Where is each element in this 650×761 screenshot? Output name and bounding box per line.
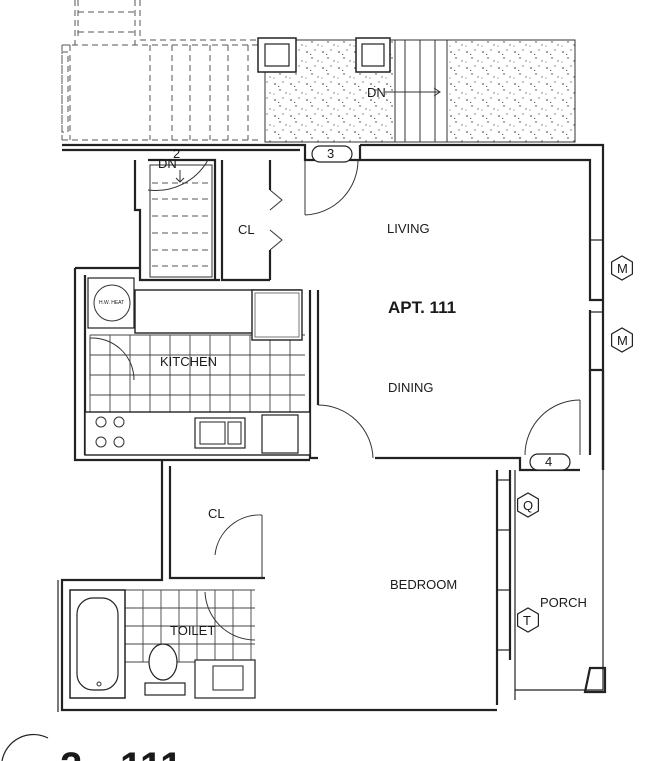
water-heater-icon: H.W. HEAT: [87, 277, 135, 329]
bathroom: TOILET: [69, 589, 256, 699]
dishwasher-icon: [261, 414, 299, 454]
kitchen: H.W. HEAT KITCHEN: [84, 277, 311, 456]
closet-top: CL: [238, 160, 283, 280]
closet-bottom-label: CL: [208, 506, 225, 521]
svg-text:3: 3: [327, 146, 334, 161]
meter-label-m2: M: [617, 333, 628, 348]
stove-icon: [95, 416, 125, 448]
stair-left: DN 2: [147, 146, 213, 278]
door-tag-3: 3: [311, 145, 353, 163]
svg-text:2: 2: [173, 146, 180, 161]
unit-title: APT. 111: [388, 298, 456, 317]
meter-label-t: T: [523, 613, 531, 628]
stair-label-top: DN: [367, 85, 386, 100]
stair-landing-top: DN: [257, 37, 576, 143]
meter-hex-q: Q: [516, 492, 540, 518]
meter-hex-t: T: [516, 607, 540, 633]
unit-number: 111: [120, 745, 182, 761]
porch-door-swing: [524, 399, 581, 456]
room-label-bedroom: BEDROOM: [390, 577, 457, 592]
closet-top-label: CL: [238, 222, 255, 237]
svg-text:4: 4: [545, 454, 552, 469]
svg-text:H.W. HEAT: H.W. HEAT: [99, 300, 124, 306]
unit-footer: 2 111: [1, 733, 182, 761]
room-label-dining: DINING: [388, 380, 434, 395]
bedroom-door-swing: [317, 404, 374, 459]
sink-icon: [194, 417, 246, 449]
stair-label-left: DN: [158, 156, 177, 171]
meter-label-m1: M: [617, 261, 628, 276]
room-label-living: LIVING: [387, 221, 430, 236]
bathtub-icon: [69, 589, 126, 699]
toilet-icon: [144, 643, 186, 696]
meter-hex-m1: M: [610, 255, 634, 281]
room-label-kitchen: KITCHEN: [160, 354, 217, 369]
unit-prefix: 2: [60, 745, 82, 761]
meter-label-q: Q: [523, 498, 533, 513]
door-tag-2: 2: [173, 146, 180, 161]
vanity-icon: [194, 659, 256, 699]
meter-hex-m2: M: [610, 327, 634, 353]
entry-door-swing: [304, 159, 359, 216]
exterior-upper: [61, 0, 262, 141]
door-tag-4: 4: [529, 453, 571, 471]
room-label-toilet: TOILET: [170, 623, 215, 638]
room-label-porch: PORCH: [540, 595, 587, 610]
kitchen-floor-tiles: [89, 334, 305, 412]
